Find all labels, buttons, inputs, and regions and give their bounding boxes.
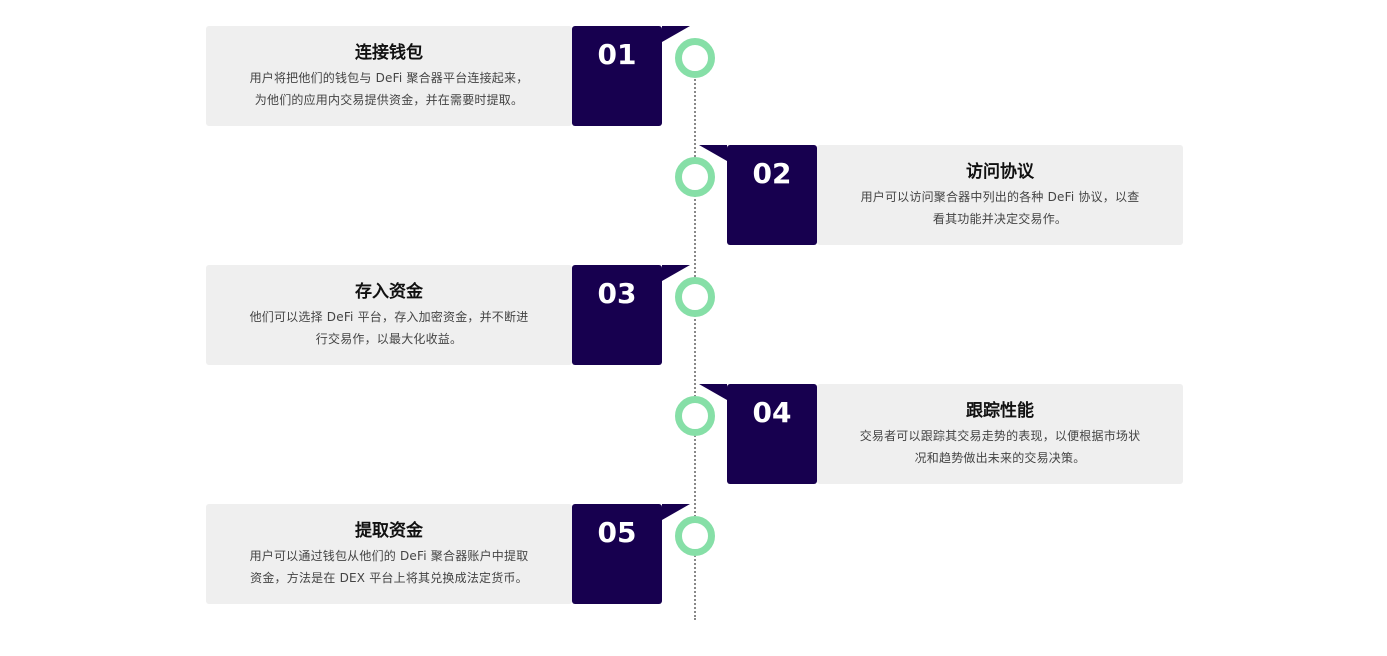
step-description-line: 为他们的应用内交易提供资金，并在需要时提取。: [254, 93, 524, 107]
step-description-line: 况和趋势做出未来的交易决策。: [914, 451, 1086, 465]
step-description-line: 用户可以访问聚合器中列出的各种 DeFi 协议，以查: [860, 190, 1140, 204]
step-description-line: 交易者可以跟踪其交易走势的表现，以便根据市场状: [859, 429, 1141, 443]
step-description-line: 他们可以选择 DeFi 平台，存入加密资金，并不断进: [249, 310, 529, 324]
step-title: 提取资金: [355, 521, 423, 541]
step-flag: [662, 504, 690, 520]
step-description-line: 资金，方法是在 DEX 平台上将其兑换成法定货币。: [250, 571, 528, 585]
step-description-line: 行交易作，以最大化收益。: [315, 332, 463, 346]
step-number: 04: [727, 384, 817, 484]
timeline-step-3: 存入资金 他们可以选择 DeFi 平台，存入加密资金，并不断进 行交易作，以最大…: [206, 265, 716, 365]
step-description-line: 用户可以通过钱包从他们的 DeFi 聚合器账户中提取: [249, 549, 529, 563]
step-title: 跟踪性能: [966, 401, 1034, 421]
timeline-node-icon: [675, 38, 715, 78]
step-description: 用户将把他们的钱包与 DeFi 聚合器平台连接起来， 为他们的应用内交易提供资金…: [206, 67, 572, 111]
step-number: 02: [727, 145, 817, 245]
step-description: 用户可以访问聚合器中列出的各种 DeFi 协议，以查 看其功能并决定交易作。: [817, 186, 1183, 230]
step-description: 交易者可以跟踪其交易走势的表现，以便根据市场状 况和趋势做出未来的交易决策。: [817, 425, 1183, 469]
step-card: 跟踪性能 交易者可以跟踪其交易走势的表现，以便根据市场状 况和趋势做出未来的交易…: [817, 384, 1183, 484]
step-number: 03: [572, 265, 662, 365]
step-card: 提取资金 用户可以通过钱包从他们的 DeFi 聚合器账户中提取 资金，方法是在 …: [206, 504, 572, 604]
step-description-line: 用户将把他们的钱包与 DeFi 聚合器平台连接起来，: [249, 71, 529, 85]
step-card: 连接钱包 用户将把他们的钱包与 DeFi 聚合器平台连接起来， 为他们的应用内交…: [206, 26, 572, 126]
step-description: 用户可以通过钱包从他们的 DeFi 聚合器账户中提取 资金，方法是在 DEX 平…: [206, 545, 572, 589]
timeline-step-2: 02 访问协议 用户可以访问聚合器中列出的各种 DeFi 协议，以查 看其功能并…: [675, 145, 1185, 245]
timeline-node-icon: [675, 277, 715, 317]
step-flag: [699, 384, 727, 400]
timeline-step-5: 提取资金 用户可以通过钱包从他们的 DeFi 聚合器账户中提取 资金，方法是在 …: [206, 504, 716, 604]
step-title: 访问协议: [966, 162, 1034, 182]
timeline-node-icon: [675, 157, 715, 197]
step-description: 他们可以选择 DeFi 平台，存入加密资金，并不断进 行交易作，以最大化收益。: [206, 306, 572, 350]
timeline-node-icon: [675, 516, 715, 556]
step-card: 访问协议 用户可以访问聚合器中列出的各种 DeFi 协议，以查 看其功能并决定交…: [817, 145, 1183, 245]
step-title: 连接钱包: [355, 43, 423, 63]
timeline-node-icon: [675, 396, 715, 436]
step-flag: [699, 145, 727, 161]
step-card: 存入资金 他们可以选择 DeFi 平台，存入加密资金，并不断进 行交易作，以最大…: [206, 265, 572, 365]
step-flag: [662, 26, 690, 42]
step-description-line: 看其功能并决定交易作。: [932, 212, 1068, 226]
step-flag: [662, 265, 690, 281]
step-number: 01: [572, 26, 662, 126]
timeline-step-4: 04 跟踪性能 交易者可以跟踪其交易走势的表现，以便根据市场状 况和趋势做出未来…: [675, 384, 1185, 484]
timeline-line: [694, 60, 696, 620]
timeline-step-1: 连接钱包 用户将把他们的钱包与 DeFi 聚合器平台连接起来， 为他们的应用内交…: [206, 26, 716, 126]
step-number: 05: [572, 504, 662, 604]
step-title: 存入资金: [355, 282, 423, 302]
